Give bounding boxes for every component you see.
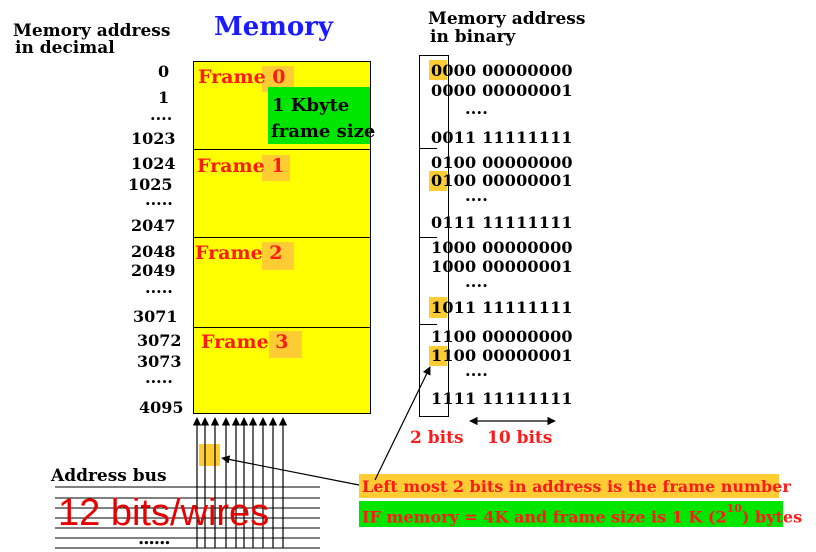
frame-size-label-line2: frame size [271, 121, 376, 142]
note-to-bus-arrow [221, 455, 360, 486]
binary-address: .... [465, 186, 489, 205]
decimal-address: 2048 [131, 242, 176, 261]
binary-address: 0111 11111111 [431, 213, 573, 232]
frame-bits-highlight [429, 60, 447, 80]
frame-number-note-bg [359, 474, 779, 498]
binary-address: 1000 00000000 [431, 238, 573, 257]
frame-bits-column-box [419, 55, 449, 417]
decimal-address: 3073 [137, 352, 182, 371]
frame-size-box [268, 87, 370, 144]
decimal-address: 1024 [131, 154, 176, 173]
decimal-address: 0 [158, 62, 170, 81]
binary-address: 1100 00000001 [431, 346, 573, 365]
two-bits-label: 2 bits [410, 428, 464, 448]
decimal-header-line2: in decimal [15, 38, 115, 58]
frame-divider [194, 149, 370, 150]
memory-title: Memory [214, 12, 333, 42]
memory-note: IF memory = 4K and frame size is 1 K (21… [362, 502, 803, 527]
note-to-binary-arrow [374, 366, 431, 481]
memory-note-suffix: ) bytes [741, 507, 803, 527]
bus-wires-vertical [192, 417, 288, 548]
decimal-address: 3072 [137, 331, 182, 350]
frame-1-label: Frame 1 [197, 155, 285, 177]
frame-divider [194, 327, 370, 328]
decimal-address: ..... [145, 368, 173, 387]
bus-width-label: 12 bits/wires [58, 492, 270, 534]
binary-address: 0100 00000001 [431, 171, 573, 190]
binary-address: .... [465, 361, 489, 380]
frame-number-highlight [269, 331, 302, 358]
frame-number-highlight [262, 242, 294, 270]
decimal-header-line1: Memory address [13, 21, 171, 41]
frame-2-label: Frame 2 [195, 242, 283, 264]
decimal-address: .... [150, 105, 173, 124]
binary-address: .... [465, 272, 489, 291]
frame-bits-divider [420, 148, 437, 149]
decimal-address: 1 [158, 88, 170, 107]
binary-address: 0000 00000000 [431, 61, 573, 80]
binary-address: 1100 00000000 [431, 327, 573, 346]
binary-header-line1: Memory address [428, 9, 586, 29]
decimal-address: ..... [145, 190, 173, 209]
frame-bits-highlight [429, 297, 447, 318]
decimal-address: 1025 [128, 175, 173, 194]
binary-address: 1011 11111111 [431, 298, 573, 317]
frame-number-highlight [262, 155, 290, 181]
memory-note-exponent: 10 [726, 502, 742, 515]
binary-address: 0100 00000000 [431, 153, 573, 172]
decimal-address: 3071 [133, 307, 178, 326]
binary-address: 1111 11111111 [431, 389, 573, 408]
frame-bits-divider [420, 324, 437, 325]
binary-address: 0000 00000001 [431, 81, 573, 100]
frame-0-label: Frame 0 [198, 66, 286, 88]
frame-number-note: Left most 2 bits in address is the frame… [362, 477, 791, 496]
frame-bits-divider [420, 237, 437, 238]
frame-bits-highlight [429, 346, 447, 366]
bus-wires-horizontal [55, 486, 320, 549]
binary-address: 1000 00000001 [431, 257, 573, 276]
ten-bits-label: 10 bits [487, 428, 553, 448]
decimal-address: ..... [145, 278, 173, 297]
binary-address: 0011 11111111 [431, 128, 573, 147]
frame-divider [194, 237, 370, 238]
address-bus-label: Address bus [51, 466, 167, 486]
binary-header-line2: in binary [430, 27, 516, 47]
frame-3-label: Frame 3 [201, 331, 289, 353]
frame-bits-highlight [429, 171, 447, 191]
binary-address: .... [465, 99, 489, 118]
decimal-address: 2047 [131, 216, 176, 235]
memory-note-bg [359, 501, 783, 527]
decimal-address: 4095 [139, 398, 184, 417]
decimal-address: 1023 [131, 129, 176, 148]
frame-size-label-line1: 1 Kbyte [272, 95, 350, 116]
decimal-address: 2049 [131, 261, 176, 280]
memory-note-prefix: IF memory = 4K and frame size is 1 K (2 [362, 507, 727, 527]
